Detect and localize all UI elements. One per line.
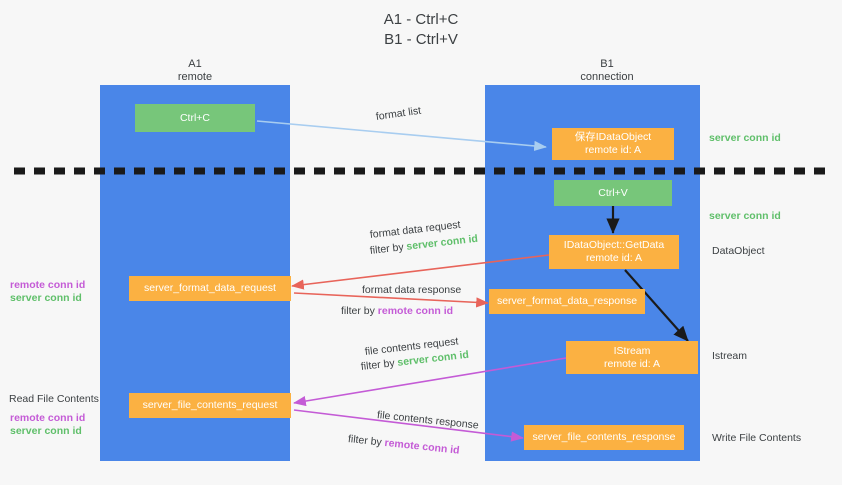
edge-label-file-contents-response: file contents response: [376, 409, 480, 432]
edge-label-file-contents-response-filter: filter by remote conn id: [347, 433, 460, 458]
left-label-remote-conn-id-1: remote conn id: [10, 279, 86, 291]
node-getdata-line1: IDataObject::GetData: [563, 239, 665, 251]
node-istream-line2: remote id: A: [603, 357, 661, 370]
node-server-format-data-request[interactable]: server_format_data_request: [129, 276, 291, 301]
node-ctrl-v-label: Ctrl+V: [598, 186, 628, 199]
column-header-a1-name: A1: [188, 58, 202, 70]
right-label-istream: Istream: [712, 350, 748, 362]
node-server-format-data-response-label: server_format_data_response: [496, 295, 638, 307]
node-ctrl-c[interactable]: Ctrl+C: [135, 104, 255, 132]
node-istream[interactable]: IStream remote id: A: [566, 341, 698, 374]
column-header-a1-sub: remote: [177, 71, 213, 83]
node-ctrl-v[interactable]: Ctrl+V: [554, 180, 672, 206]
node-server-file-contents-request-label: server_file_contents_request: [142, 399, 278, 411]
right-label-write-file-contents: Write File Contents: [712, 432, 802, 444]
node-save-idataobject-line2: remote id: A: [584, 144, 642, 156]
left-label-server-conn-id-2: server conn id: [10, 425, 82, 437]
filter-key-remote-conn-id-1: remote conn id: [377, 305, 454, 317]
column-header-b1: B1 connection: [552, 58, 662, 84]
column-header-a1: A1 remote: [140, 58, 250, 84]
right-label-dataobject: DataObject: [712, 245, 765, 257]
node-server-file-contents-response[interactable]: server_file_contents_response: [524, 425, 684, 450]
node-getdata-line2: remote id: A: [585, 252, 643, 264]
filter-key-remote-conn-id-2: remote conn id: [383, 436, 461, 457]
filter-prefix-2: filter by: [341, 305, 378, 317]
node-save-idataobject-line1: 保存IDataObject: [574, 131, 652, 143]
filter-prefix-3: filter by: [360, 356, 399, 373]
node-save-idataobject[interactable]: 保存IDataObject remote id: A: [552, 128, 674, 160]
node-idataobject-getdata[interactable]: IDataObject::GetData remote id: A: [549, 235, 679, 269]
right-label-server-conn-id-mid: server conn id: [709, 210, 781, 222]
node-ctrl-c-label: Ctrl+C: [179, 111, 211, 124]
filter-prefix-1: filter by: [369, 240, 408, 257]
left-label-server-conn-id-1: server conn id: [10, 292, 82, 304]
edge-label-format-list: format list: [375, 104, 422, 123]
node-server-format-data-request-label: server_format_data_request: [144, 282, 276, 294]
right-label-server-conn-id-top: server conn id: [709, 132, 781, 144]
edge-label-format-data-response-filter: filter by remote conn id: [341, 305, 453, 318]
node-server-format-data-response[interactable]: server_format_data_response: [489, 289, 645, 314]
column-header-b1-sub: connection: [580, 71, 634, 83]
column-header-b1-name: B1: [600, 58, 614, 70]
node-server-file-contents-response-label: server_file_contents_response: [532, 431, 676, 443]
left-label-remote-conn-id-2: remote conn id: [10, 412, 86, 424]
node-istream-line1: IStream: [613, 344, 651, 357]
left-label-read-file-contents: Read File Contents: [9, 393, 99, 405]
node-server-file-contents-request[interactable]: server_file_contents_request: [129, 393, 291, 418]
edge-label-format-data-response: format data response: [362, 284, 462, 296]
filter-prefix-4: filter by: [347, 433, 386, 449]
page-title: A1 - Ctrl+C B1 - Ctrl+V: [383, 11, 459, 48]
